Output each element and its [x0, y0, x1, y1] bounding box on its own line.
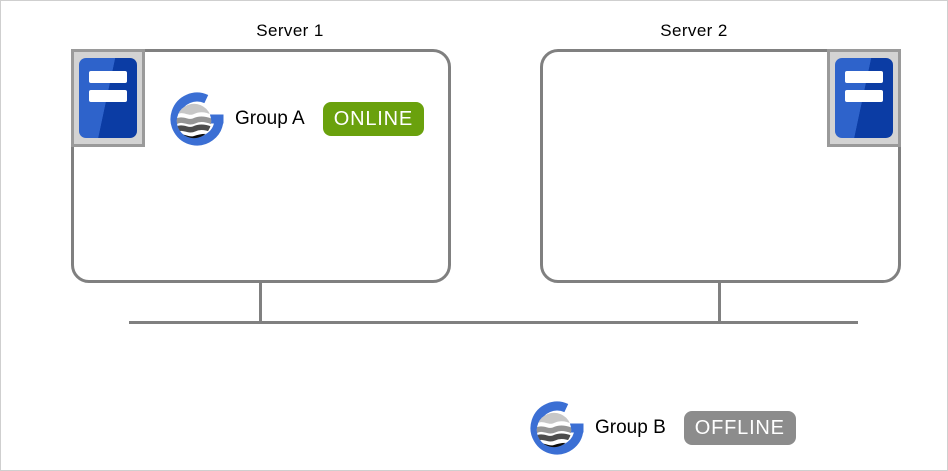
server2-label: Server 2 [660, 21, 728, 40]
server1-connector-line [259, 280, 262, 324]
group-a-name: Group A [235, 108, 305, 129]
server-tower-icon [71, 49, 145, 147]
server-drive-bay [89, 71, 127, 83]
group-globe-logo [169, 91, 225, 147]
server-tower-body [79, 58, 137, 138]
server1-label: Server 1 [256, 21, 324, 40]
server-drive-bay [845, 90, 883, 102]
group-a-status-badge: ONLINE [322, 102, 424, 136]
group-globe-logo [529, 400, 585, 456]
server-tower-body [835, 58, 893, 138]
server-drive-bay [89, 90, 127, 102]
server2-connector-line [718, 280, 721, 324]
group-b-row: Group B OFFLINE [529, 399, 796, 456]
network-bus-line [129, 321, 858, 324]
server-drive-bay [845, 71, 883, 83]
group-b-status-badge: OFFLINE [683, 410, 796, 445]
group-a-row: Group A ONLINE [169, 91, 424, 147]
server-tower-icon [827, 49, 901, 147]
group-b-name: Group B [595, 416, 666, 438]
